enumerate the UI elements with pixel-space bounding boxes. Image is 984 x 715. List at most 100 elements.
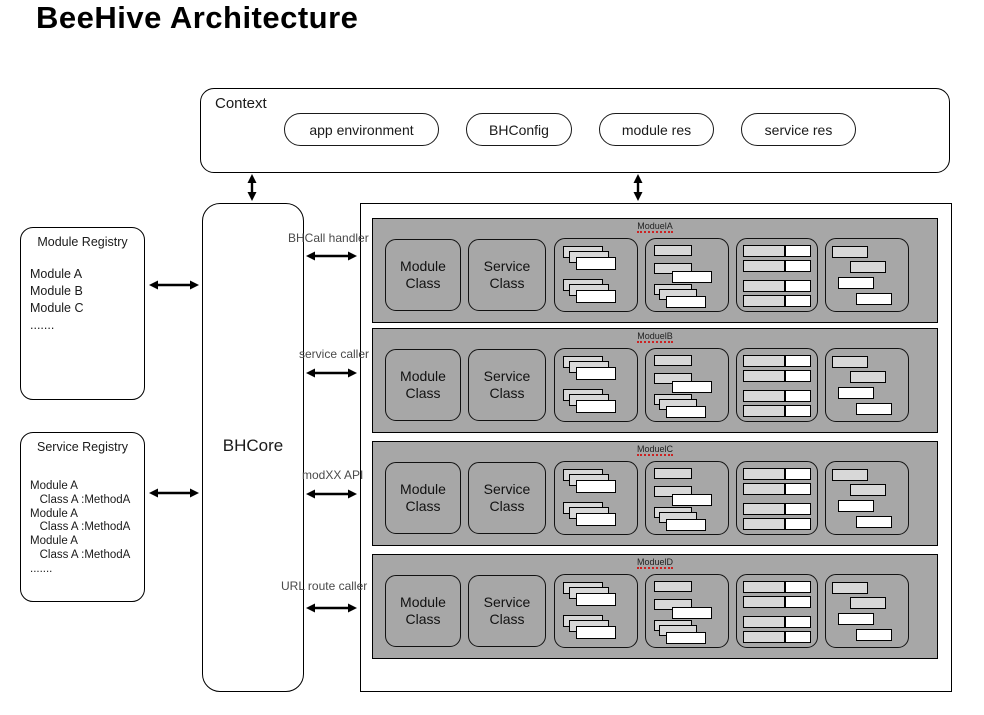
- service-class-box: Service Class: [468, 575, 546, 647]
- bar-shape: [743, 503, 785, 515]
- service-registry-box: Service Registry Module A Class A :Metho…: [20, 432, 145, 602]
- bar-shape: [672, 494, 712, 506]
- bar-shape: [850, 261, 886, 273]
- bar-shape: [785, 245, 811, 257]
- bar-shape: [785, 260, 811, 272]
- bar-shape: [666, 632, 706, 644]
- bar-shape: [785, 280, 811, 292]
- bar-shape: [785, 503, 811, 515]
- bar-shape: [666, 296, 706, 308]
- bar-shape: [576, 400, 616, 413]
- bar-shape: [838, 277, 874, 289]
- module-row-label: ModuelD: [636, 557, 674, 569]
- service-class-box: Service Class: [468, 462, 546, 534]
- bar-shape: [654, 581, 692, 592]
- cascade-bars-icon: [825, 348, 909, 422]
- bar-shape: [743, 518, 785, 530]
- overlapping-bars-icon: [645, 461, 729, 535]
- bar-shape: [785, 355, 811, 367]
- bar-shape: [743, 581, 785, 593]
- bar-shape: [576, 626, 616, 639]
- bar-shape: [850, 484, 886, 496]
- bar-shape: [850, 371, 886, 383]
- bar-shape: [743, 245, 785, 257]
- bar-shape: [832, 469, 868, 481]
- context-label: Context: [215, 95, 267, 112]
- module-row-label: ModuelB: [637, 331, 673, 343]
- bar-shape: [743, 280, 785, 292]
- bar-shape: [785, 390, 811, 402]
- bar-shape: [856, 293, 892, 305]
- bar-shape: [743, 616, 785, 628]
- module-registry-box: Module Registry Module A Module B Module…: [20, 227, 145, 400]
- bar-shape: [785, 616, 811, 628]
- context-pill-module-res: module res: [599, 113, 714, 146]
- stacked-cards-icon: [554, 348, 638, 422]
- overlapping-bars-icon: [645, 574, 729, 648]
- bar-shape: [785, 468, 811, 480]
- bar-shape: [654, 245, 692, 256]
- bar-shape: [785, 518, 811, 530]
- bar-shape: [672, 607, 712, 619]
- bar-shape: [666, 406, 706, 418]
- bhcore-box: BHCore: [202, 203, 304, 692]
- service-class-box: Service Class: [468, 239, 546, 311]
- bar-shape: [743, 260, 785, 272]
- module-class-box: Module Class: [385, 575, 461, 647]
- bar-shape: [672, 381, 712, 393]
- connector-label-3: modXX API: [302, 468, 364, 482]
- bar-shape: [838, 387, 874, 399]
- stacked-cards-icon: [554, 461, 638, 535]
- bar-shape: [743, 596, 785, 608]
- split-rows-icon: [736, 238, 818, 312]
- bar-shape: [832, 356, 868, 368]
- bar-shape: [743, 370, 785, 382]
- service-class-box: Service Class: [468, 349, 546, 421]
- bar-shape: [832, 246, 868, 258]
- stacked-cards-icon: [554, 574, 638, 648]
- bar-shape: [576, 513, 616, 526]
- diagram-title: BeeHive Architecture: [36, 0, 359, 35]
- bar-shape: [785, 596, 811, 608]
- bar-shape: [743, 468, 785, 480]
- service-registry-items: Module A Class A :MethodA Module A Class…: [30, 480, 131, 575]
- bar-shape: [850, 597, 886, 609]
- module-registry-title: Module Registry: [37, 235, 128, 249]
- split-rows-icon: [736, 461, 818, 535]
- bar-shape: [785, 405, 811, 417]
- cascade-bars-icon: [825, 574, 909, 648]
- cascade-bars-icon: [825, 461, 909, 535]
- bhcore-label: BHCore: [222, 436, 284, 455]
- bar-shape: [743, 355, 785, 367]
- bar-shape: [856, 516, 892, 528]
- bar-shape: [743, 390, 785, 402]
- context-pill-service-res: service res: [741, 113, 856, 146]
- bar-shape: [576, 290, 616, 303]
- bar-shape: [838, 500, 874, 512]
- bar-shape: [856, 403, 892, 415]
- module-row-label: ModuelC: [636, 444, 674, 456]
- module-row-label: ModuelA: [637, 221, 673, 233]
- bar-shape: [576, 257, 616, 270]
- bar-shape: [785, 631, 811, 643]
- bar-shape: [576, 593, 616, 606]
- bar-shape: [743, 405, 785, 417]
- connector-label-1: BHCall handler: [288, 231, 369, 245]
- cascade-bars-icon: [825, 238, 909, 312]
- bar-shape: [832, 582, 868, 594]
- bar-shape: [654, 355, 692, 366]
- bar-shape: [785, 295, 811, 307]
- connector-label-4: URL route caller: [281, 579, 368, 593]
- stacked-cards-icon: [554, 238, 638, 312]
- bar-shape: [743, 631, 785, 643]
- bar-shape: [785, 581, 811, 593]
- overlapping-bars-icon: [645, 348, 729, 422]
- bar-shape: [785, 370, 811, 382]
- bar-shape: [576, 367, 616, 380]
